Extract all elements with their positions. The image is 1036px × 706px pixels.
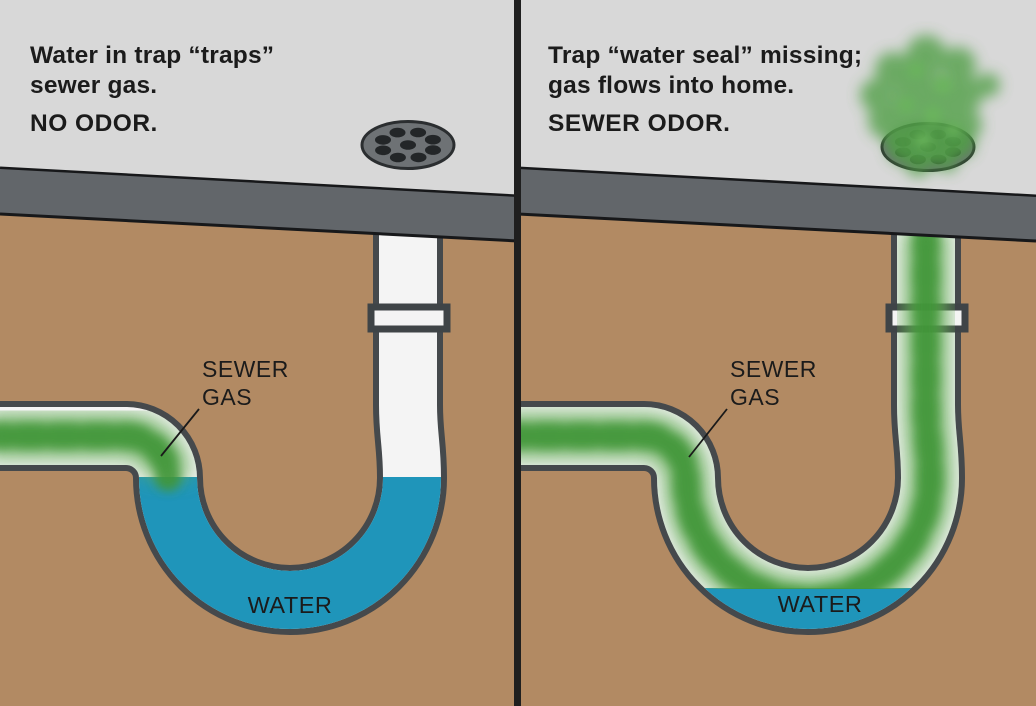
gas-label-line1: SEWER <box>730 356 817 382</box>
gas-label-line2: GAS <box>202 384 252 410</box>
sewer-gas-flow <box>0 413 191 491</box>
gas-label-line2: GAS <box>730 384 780 410</box>
panel-caption-line2: sewer gas. <box>30 72 157 99</box>
pipe-coupling <box>367 303 451 333</box>
trap-water <box>138 477 442 629</box>
water-label: WATER <box>778 591 863 617</box>
gas-cloud <box>860 35 1000 177</box>
odor-status: NO ODOR. <box>30 110 158 137</box>
sewer-gas-flow <box>518 215 954 589</box>
floor-drain-icon <box>360 120 456 170</box>
gas-leader-line <box>160 408 200 457</box>
panel-caption-line2: gas flows into home. <box>548 72 794 99</box>
panel-caption-line1: Trap “water seal” missing; <box>548 42 862 69</box>
panel-sewer-odor: Trap “water seal” missing; gas flows int… <box>518 0 1036 706</box>
odor-status: SEWER ODOR. <box>548 110 730 137</box>
panel-divider <box>514 0 521 706</box>
water-label: WATER <box>248 592 333 618</box>
panel-no-odor: Water in trap “traps” sewer gas. NO ODOR… <box>0 0 518 635</box>
panel-caption-line1: Water in trap “traps” <box>30 42 274 69</box>
gas-leader-line <box>688 408 728 458</box>
trap-water <box>706 588 910 629</box>
gas-label-line1: SEWER <box>202 356 289 382</box>
